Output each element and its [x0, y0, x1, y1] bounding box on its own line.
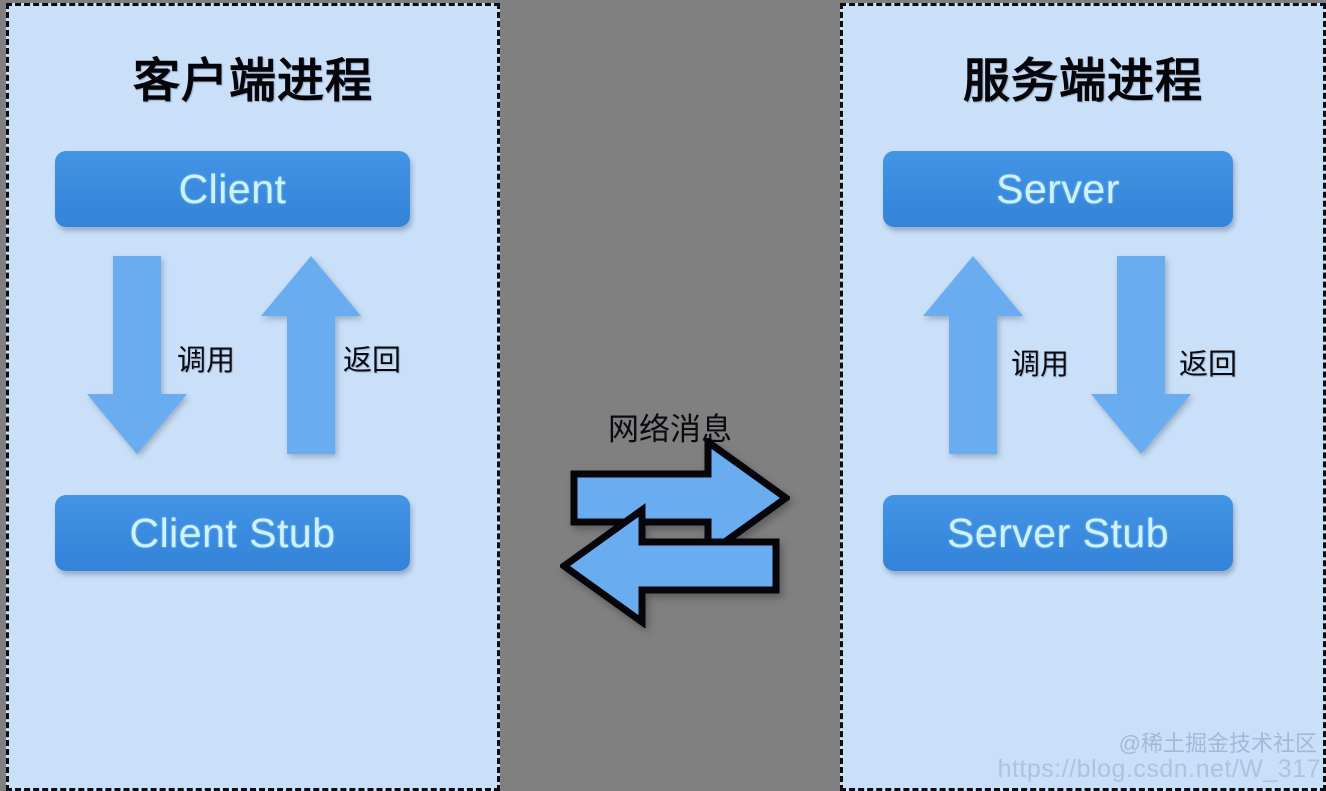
- server-return-label: 返回: [1179, 349, 1238, 381]
- server-call-label: 调用: [1011, 349, 1070, 381]
- server-box-label: Server: [996, 165, 1120, 212]
- client-process-panel: 客户端进程 Client 调用 返回 Client Stub: [6, 3, 500, 791]
- client-stub-box-label: Client Stub: [129, 509, 336, 556]
- server-box: Server: [883, 151, 1233, 227]
- server-process-panel: 服务端进程 Server 调用 返回 Server Stub @稀土掘金技术社区…: [840, 3, 1326, 791]
- server-call-arrow-up-icon: [923, 256, 1023, 454]
- server-return-arrow-down-icon: [1091, 256, 1191, 454]
- client-stub-box: Client Stub: [55, 495, 410, 571]
- network-bidirectional-arrows-icon: [560, 438, 790, 628]
- client-panel-title: 客户端进程: [133, 54, 373, 107]
- client-return-arrow-up-icon: [261, 256, 361, 454]
- brand-watermark: @稀土掘金技术社区: [1118, 731, 1317, 756]
- url-watermark: https://blog.csdn.net/W_317: [997, 755, 1321, 783]
- client-call-arrow-down-icon: [87, 256, 187, 454]
- client-call-label: 调用: [177, 345, 236, 377]
- client-box: Client: [55, 151, 410, 227]
- server-stub-box-label: Server Stub: [947, 509, 1169, 556]
- client-box-label: Client: [178, 165, 287, 212]
- client-return-label: 返回: [343, 345, 402, 377]
- server-stub-box: Server Stub: [883, 495, 1233, 571]
- server-panel-title: 服务端进程: [963, 54, 1203, 107]
